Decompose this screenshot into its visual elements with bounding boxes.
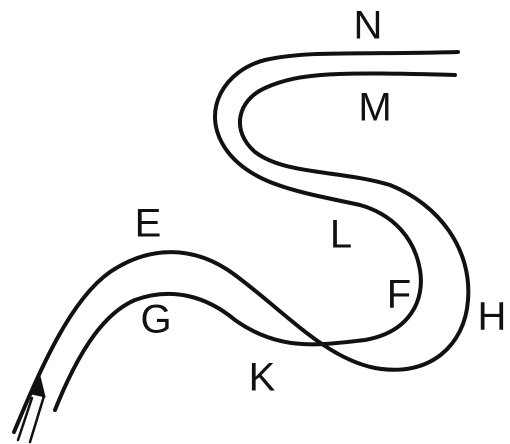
label-k: K: [249, 356, 276, 400]
flow-arrow-shaft-right: [30, 396, 44, 442]
label-n: N: [354, 4, 383, 48]
label-g: G: [140, 298, 171, 342]
label-m: M: [358, 86, 391, 130]
channel-outer-bank: [14, 73, 468, 432]
label-f: F: [387, 273, 411, 317]
label-h: H: [478, 295, 507, 339]
label-e: E: [135, 202, 162, 246]
label-l: L: [330, 213, 352, 257]
